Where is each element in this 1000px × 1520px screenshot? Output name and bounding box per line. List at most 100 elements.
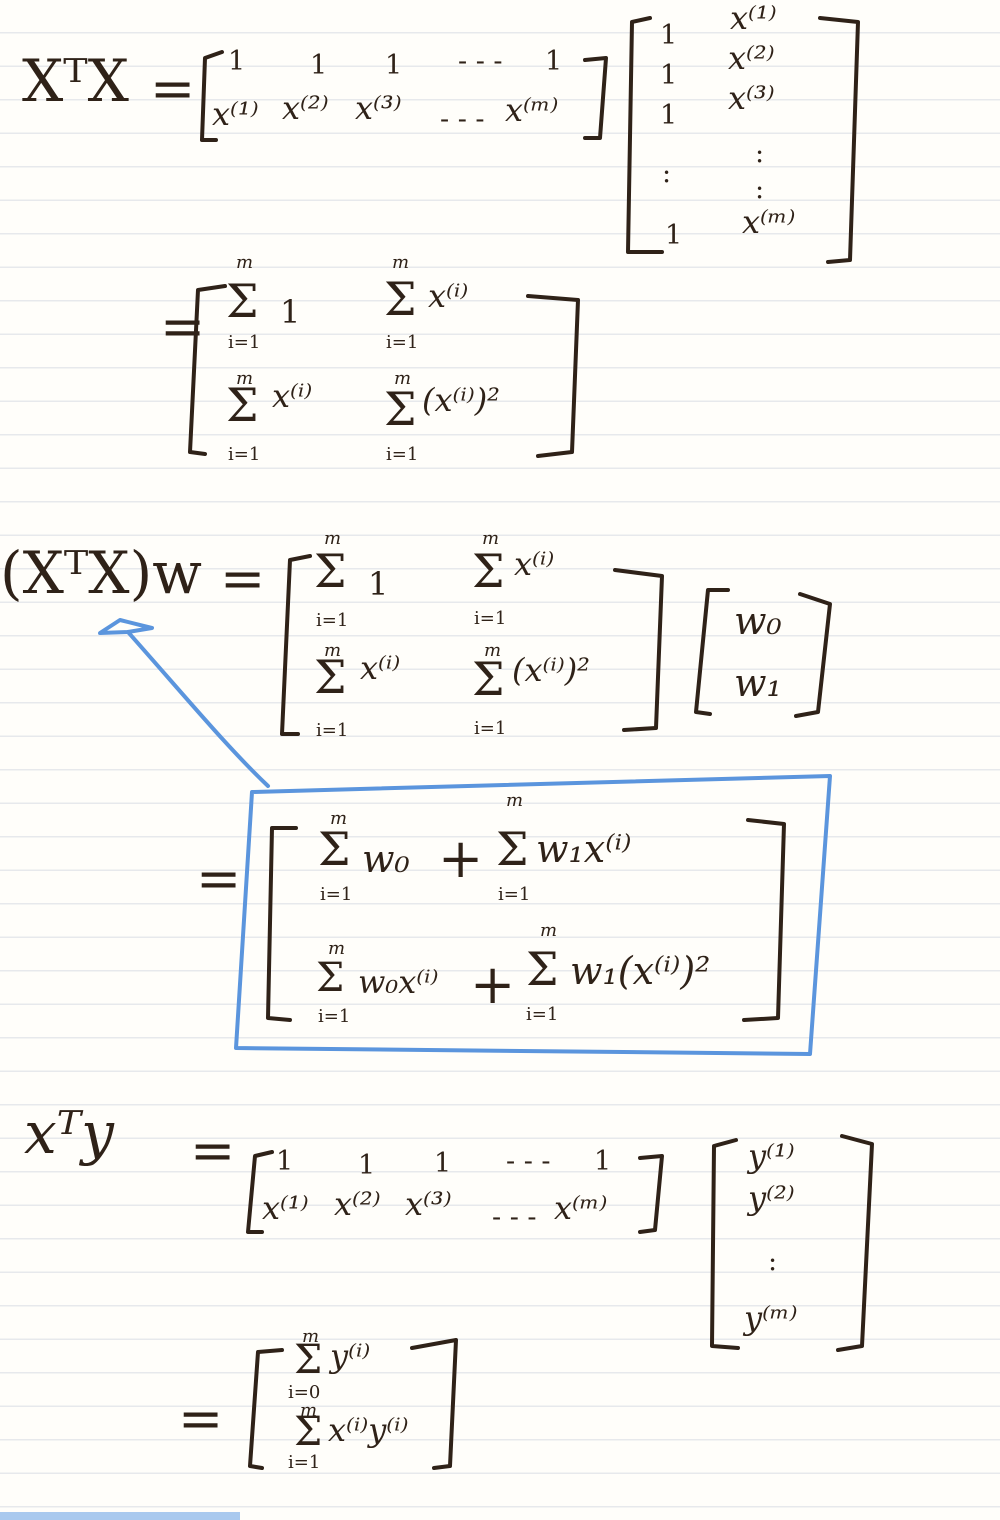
boxed-r1-plus: +	[438, 827, 484, 890]
boxed-r1-w1x: w₁x⁽ⁱ⁾	[536, 827, 632, 871]
a11-sigma: Σ	[226, 274, 259, 328]
xty-row-one-m: 1	[594, 1146, 612, 1177]
xty-r1-upper: m	[302, 1326, 320, 1347]
xtxw-a21-lower: i=1	[316, 720, 349, 741]
boxed-r2-sum1-upper: m	[328, 938, 346, 959]
xty-lhs: xᵀy	[24, 1099, 114, 1167]
xtx-result-open-bracket	[188, 284, 227, 456]
xtx-col-one-dots: :	[662, 158, 672, 189]
boxed-r1-sum1-sigma: Σ	[318, 822, 351, 876]
y-entry-dots: :	[768, 1246, 778, 1277]
y-entry-2: y⁽²⁾	[748, 1179, 795, 1217]
boxed-matrix-open-bracket	[266, 826, 298, 1022]
xty-result-open-bracket	[248, 1348, 284, 1470]
xtxw-matrix-open-bracket	[280, 554, 312, 736]
xty-r1-sigma: Σ	[294, 1337, 323, 1383]
xty-row-x1: x⁽¹⁾	[262, 1189, 309, 1227]
boxed-r1-sum2-upper: m	[506, 790, 524, 811]
w1-entry: w₁	[734, 661, 782, 705]
xtx-lhs: XᵀX	[22, 47, 129, 115]
xtx-result-equals: =	[160, 295, 206, 358]
boxed-r1-sum2-lower: i=1	[498, 884, 531, 905]
w-vector-close-bracket	[794, 592, 832, 718]
a21-sigma: Σ	[226, 378, 259, 432]
xtx-col-x-dots-1: :	[755, 138, 765, 169]
xtx-right-matrix-close-bracket	[818, 16, 860, 264]
a22-upper: m	[394, 368, 412, 389]
xty-row-one-3: 1	[434, 1148, 452, 1179]
a11-upper: m	[236, 252, 254, 273]
a21-term: x⁽ⁱ⁾	[272, 377, 313, 415]
xty-result-equals: =	[178, 1387, 224, 1450]
xtx-col-one-2: 1	[660, 60, 678, 91]
xty-r2-sigma: Σ	[294, 1409, 323, 1455]
xty-row-one-1: 1	[276, 1146, 294, 1177]
a12-lower: i=1	[386, 332, 419, 353]
xtx-col-one-3: 1	[660, 100, 678, 131]
xtxw-a22-lower: i=1	[474, 718, 507, 739]
xtxw-a21-term: x⁽ⁱ⁾	[360, 649, 401, 687]
boxed-r2-sum1-sigma: Σ	[316, 955, 345, 1001]
xty-equals: =	[190, 1119, 236, 1182]
y-entry-1: y⁽¹⁾	[748, 1137, 795, 1175]
xtx-col-one-m: 1	[665, 220, 683, 251]
xtx-left-matrix-close-bracket	[583, 56, 608, 140]
xty-row-x3: x⁽³⁾	[405, 1185, 452, 1223]
page-bottom-edge	[0, 1512, 240, 1520]
xty-left-matrix-close-bracket	[638, 1154, 664, 1234]
xtx-col-x1: x⁽¹⁾	[730, 0, 777, 37]
boxed-r2-sum2-sigma: Σ	[526, 942, 559, 996]
xtxw-equals: =	[220, 547, 266, 610]
xty-row-dashes: - - -	[506, 1146, 551, 1177]
a12-term: x⁽ⁱ⁾	[428, 277, 469, 315]
xtx-left-matrix-open-bracket	[200, 50, 224, 142]
a12-sigma: Σ	[384, 272, 417, 326]
xtxw-a12-sigma: Σ	[472, 544, 505, 598]
y-vector-open-bracket	[710, 1138, 740, 1350]
boxed-r1-w0: w₀	[362, 837, 410, 881]
xtx-col-x3: x⁽³⁾	[728, 79, 775, 117]
highlight-arrow-line	[126, 630, 270, 788]
xty-row-x2: x⁽²⁾	[334, 1185, 381, 1223]
xtx-row-xm: x⁽ᵐ⁾	[505, 91, 559, 129]
w-vector-open-bracket	[694, 588, 730, 716]
xtx-result-close-bracket	[526, 294, 580, 458]
a22-sigma: Σ	[384, 382, 417, 436]
boxed-r1-sum1-upper: m	[330, 808, 348, 829]
boxed-r2-sum1-lower: i=1	[318, 1006, 351, 1027]
xtxw-a12-term: x⁽ⁱ⁾	[514, 545, 555, 583]
xtxw-a11-sigma: Σ	[314, 544, 347, 598]
xtxw-a11-lower: i=1	[316, 610, 349, 631]
xtx-row-one-2: 1	[310, 50, 328, 81]
boxed-r2-plus: +	[470, 953, 516, 1016]
xtxw-a12-upper: m	[482, 528, 500, 549]
xtx-right-matrix-open-bracket	[626, 16, 664, 254]
xtx-col-x-dots-2: :	[755, 174, 765, 205]
xtx-col-xm: x⁽ᵐ⁾	[742, 203, 796, 241]
xtx-col-x2: x⁽²⁾	[728, 39, 775, 77]
highlight-arrow-head	[98, 618, 154, 635]
xtx-row-one-1: 1	[228, 46, 246, 77]
xtx-equals: =	[150, 57, 196, 120]
xty-r2-lower: i=1	[288, 1452, 321, 1473]
xtxw-a11-term: 1	[368, 565, 389, 603]
y-entry-m: y⁽ᵐ⁾	[744, 1299, 798, 1337]
xty-row-one-2: 1	[358, 1150, 376, 1181]
xty-left-matrix-open-bracket	[246, 1150, 274, 1234]
xty-r2-upper: m	[300, 1400, 318, 1421]
xtxw-lhs: (XᵀX)w	[0, 539, 202, 607]
xtx-row-x1: x⁽¹⁾	[212, 95, 259, 133]
xtxw-a21-sigma: Σ	[314, 650, 347, 704]
y-vector-close-bracket	[836, 1134, 874, 1352]
xtxw-a22-sigma: Σ	[472, 652, 505, 706]
xtx-row-x-dashes: - - -	[440, 104, 485, 135]
xtx-row-dashes: - - -	[458, 46, 503, 77]
xty-result-close-bracket	[410, 1338, 458, 1470]
boxed-r1-sum1-lower: i=1	[320, 884, 353, 905]
a22-lower: i=1	[386, 444, 419, 465]
xty-r1-lower: i=0	[288, 1382, 321, 1403]
a12-upper: m	[392, 252, 410, 273]
boxed-r1-sum2-sigma: Σ	[496, 822, 529, 876]
